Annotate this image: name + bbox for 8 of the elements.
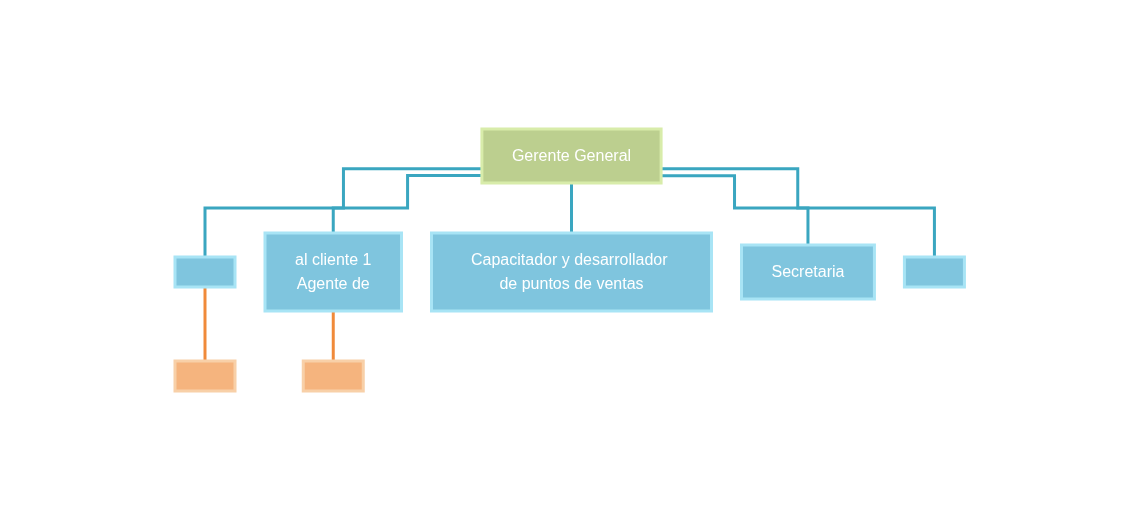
node-box — [173, 359, 237, 392]
node-box: Gerente General — [480, 127, 663, 184]
node-box — [903, 255, 967, 288]
node-box: Capacitador y desarrollador de puntos de ventas — [430, 231, 714, 312]
node-box: al cliente 1 Agente de — [263, 231, 404, 312]
node-box: Secretaria — [740, 243, 877, 300]
node-box — [302, 359, 366, 392]
node-box — [173, 255, 237, 288]
